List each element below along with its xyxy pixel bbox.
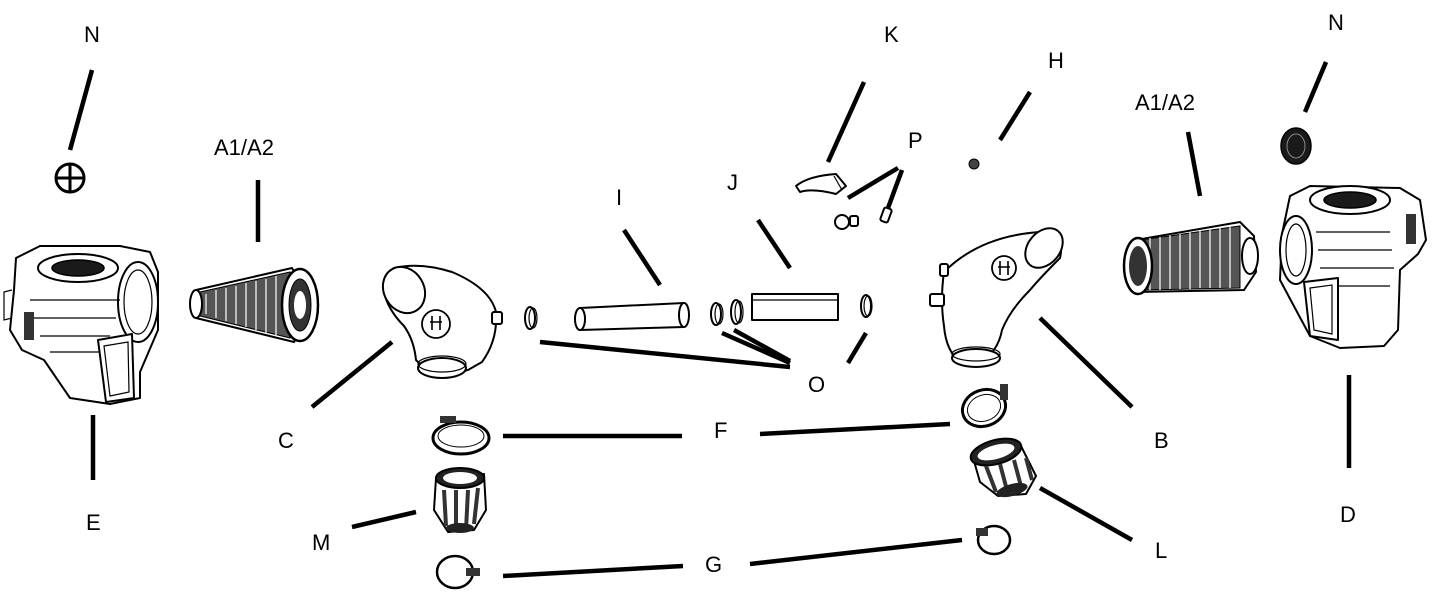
leader-l — [1038, 486, 1134, 542]
leader-c — [310, 340, 394, 409]
label-e: E — [86, 510, 101, 535]
leader-f-right — [759, 421, 951, 437]
airbox-housing-d — [1279, 185, 1427, 349]
leader-o-1 — [539, 339, 791, 370]
leader-n-left — [67, 69, 95, 151]
straight-hose-j — [751, 293, 839, 321]
label-n-right: N — [1328, 10, 1344, 35]
part-labels: N A1/A2 K H P A1/A2 N I J C B O F E D M … — [84, 10, 1356, 577]
label-l: L — [1155, 538, 1167, 563]
leader-o-3 — [732, 328, 792, 363]
leader-k — [825, 81, 867, 163]
bracket-k — [795, 173, 847, 195]
cap-n-left — [54, 162, 86, 194]
small-clamps-o — [524, 294, 873, 330]
coupler-hose-i — [574, 302, 690, 331]
intake-elbow-b — [929, 227, 1064, 368]
label-f: F — [714, 418, 727, 443]
leader-lines — [67, 61, 1352, 579]
leader-b — [1038, 316, 1134, 409]
nut-h — [968, 158, 980, 170]
label-b: B — [1154, 428, 1169, 453]
leader-g-left — [502, 563, 684, 579]
label-a-left: A1/A2 — [214, 135, 274, 160]
airbox-housing-e — [3, 245, 159, 405]
label-d: D — [1340, 502, 1356, 527]
air-filter-a-left — [189, 267, 320, 343]
small-clamp-g-right — [976, 524, 1012, 556]
cap-n-right — [1280, 127, 1312, 165]
air-filter-a-right — [1122, 221, 1259, 296]
label-p: P — [908, 128, 923, 153]
label-g: G — [705, 552, 722, 577]
coupler-m — [433, 467, 487, 533]
leader-a-right — [1185, 131, 1203, 197]
label-h: H — [1048, 48, 1064, 73]
leader-o-2 — [721, 330, 791, 366]
label-o: O — [808, 372, 825, 397]
leader-p-2 — [885, 169, 905, 209]
leader-p-1 — [846, 166, 900, 200]
leader-i — [622, 228, 662, 287]
label-a-right: A1/A2 — [1135, 90, 1195, 115]
fittings-p — [834, 206, 893, 230]
leader-h — [998, 90, 1032, 142]
large-clamp-f-left — [431, 416, 491, 456]
small-clamp-g-left — [435, 554, 480, 590]
leader-g-right — [749, 537, 963, 567]
leader-o-4 — [846, 331, 868, 365]
leader-n-right — [1302, 61, 1329, 113]
coupler-l — [969, 437, 1037, 498]
label-i: I — [616, 185, 622, 210]
intake-elbow-c — [381, 264, 503, 379]
label-k: K — [884, 22, 899, 47]
label-m: M — [312, 530, 330, 555]
label-n-left: N — [84, 22, 100, 47]
label-c: C — [278, 428, 294, 453]
large-clamp-f-right — [960, 384, 1008, 429]
leader-j — [756, 218, 792, 270]
leader-m — [351, 509, 417, 530]
label-j: J — [727, 170, 738, 195]
